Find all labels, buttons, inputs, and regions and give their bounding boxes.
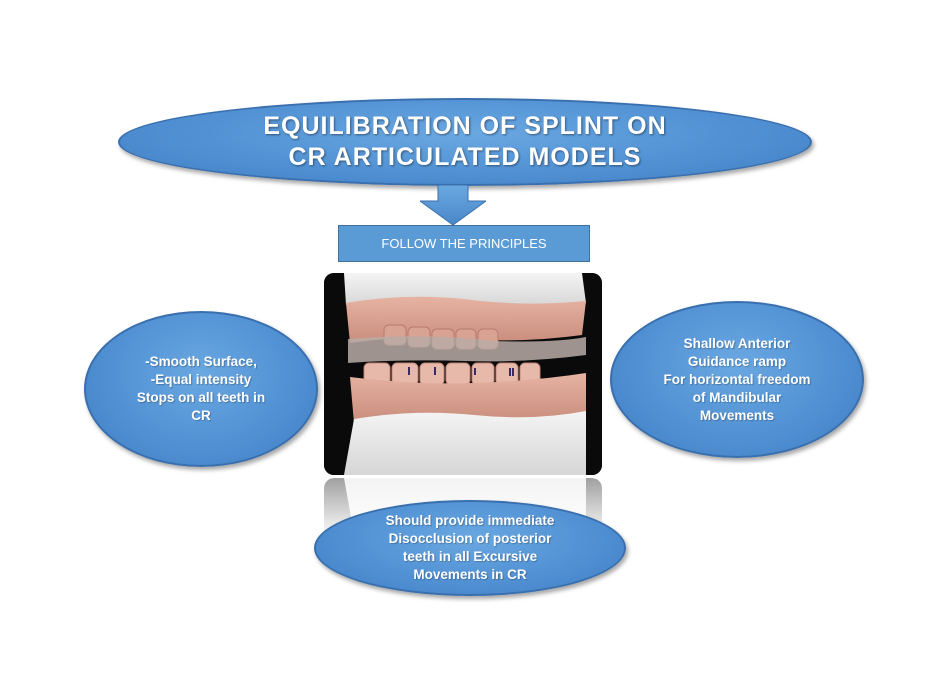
diagram-title: EQUILIBRATION OF SPLINT ON CR ARTICULATE… [263, 112, 667, 171]
down-arrow-icon [420, 185, 486, 225]
right-principle-text: Shallow Anterior Guidance ramp For horiz… [663, 335, 811, 423]
title-ellipse: EQUILIBRATION OF SPLINT ON CR ARTICULATE… [118, 98, 812, 186]
follow-principles-label: FOLLOW THE PRINCIPLES [381, 236, 547, 251]
follow-principles-box: FOLLOW THE PRINCIPLES [338, 225, 590, 262]
left-principle-text: -Smooth Surface, -Equal intensity Stops … [136, 354, 266, 423]
left-principle-ellipse: -Smooth Surface, -Equal intensity Stops … [84, 311, 318, 467]
bottom-principle-text: Should provide immediate Disocclusion of… [385, 513, 555, 582]
right-principle-ellipse: Shallow Anterior Guidance ramp For horiz… [610, 301, 864, 458]
articulated-dental-models-photo [324, 273, 602, 475]
bottom-principle-ellipse: Should provide immediate Disocclusion of… [314, 500, 626, 596]
